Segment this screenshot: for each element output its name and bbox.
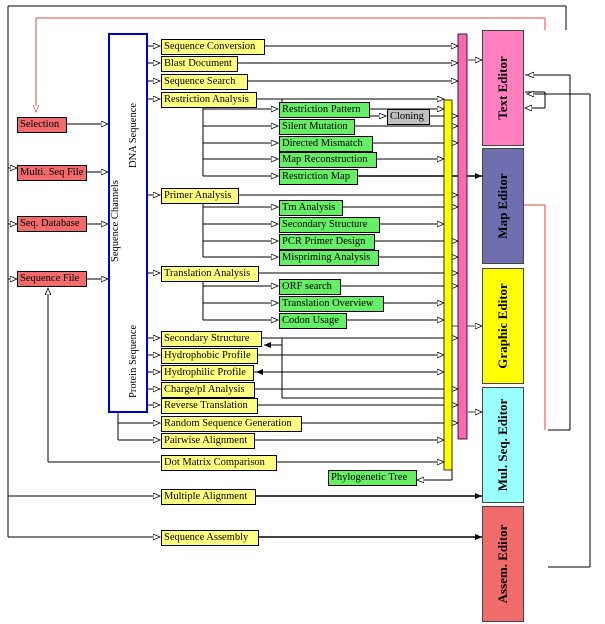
fn-multiple-alignment[interactable]: Multiple Alignment xyxy=(161,489,256,505)
sub-secondary-structure[interactable]: Secondary Structure xyxy=(279,217,380,233)
fn-blast-document[interactable]: Blast Document xyxy=(161,56,238,72)
sub-restriction-pattern[interactable]: Restriction Pattern xyxy=(279,102,370,118)
mul-seq-editor-label: Mul. Seq. Editor xyxy=(495,398,510,492)
fn-secondary-structure[interactable]: Secondary Structure xyxy=(161,331,262,347)
graphic-editor[interactable]: Graphic Editor xyxy=(482,268,524,384)
mul-seq-editor[interactable]: Mul. Seq. Editor xyxy=(482,387,524,503)
fn-pairwise-alignment[interactable]: Pairwise Alignment xyxy=(161,433,255,449)
source-seq-database[interactable]: Seq. Database xyxy=(17,216,87,232)
sequence-channels-box xyxy=(108,33,148,413)
sub-cloning[interactable]: Cloning xyxy=(387,109,430,125)
fn-primer-analysis[interactable]: Primer Analysis xyxy=(161,188,239,204)
sub-pcr-primer-design[interactable]: PCR Primer Design xyxy=(279,234,375,250)
fn-hydrophilic-profile[interactable]: Hydrophilic Profile xyxy=(161,365,254,381)
map-editor-label: Map Editor xyxy=(495,173,510,239)
sub-codon-usage[interactable]: Codon Usage xyxy=(279,313,347,329)
fn-random-sequence-generation[interactable]: Random Sequence Generation xyxy=(161,416,302,432)
sub-tm-analysis[interactable]: Tm Analysis xyxy=(279,200,343,216)
sub-restriction-map[interactable]: Restriction Map xyxy=(279,169,358,185)
sub-directed-mismatch[interactable]: Directed Mismatch xyxy=(279,136,373,152)
text-editor[interactable]: Text Editor xyxy=(482,30,524,146)
source-multi-seq-file[interactable]: Multi. Seq File xyxy=(17,165,87,181)
output-bus-pink xyxy=(457,33,468,440)
fn-charge-pi-analysis[interactable]: Charge/pI Analysis xyxy=(161,382,255,398)
sub-translation-overview[interactable]: Translation Overview xyxy=(279,296,384,312)
sub-mispriming-analysis[interactable]: Mispriming Analysis xyxy=(279,250,379,266)
fn-sequence-conversion[interactable]: Sequence Conversion xyxy=(161,39,265,55)
fn-reverse-translation[interactable]: Reverse Translation xyxy=(161,398,258,414)
connector-lines xyxy=(7,5,591,568)
fn-translation-analysis[interactable]: Translation Analysis xyxy=(161,266,259,282)
fn-dot-matrix-comparison[interactable]: Dot Matrix Comparison xyxy=(161,455,277,471)
sub-phylogenetic-tree[interactable]: Phylogenetic Tree xyxy=(328,470,417,486)
channel-dna: DNA Sequence xyxy=(128,102,139,168)
text-editor-label: Text Editor xyxy=(495,56,510,120)
sub-map-reconstruction[interactable]: Map Reconstruction xyxy=(279,152,377,168)
output-bus-yellow xyxy=(443,99,453,471)
map-editor[interactable]: Map Editor xyxy=(482,148,524,264)
channels-title: Sequence Channels xyxy=(110,180,121,262)
assem-editor[interactable]: Assem. Editor xyxy=(482,506,524,622)
source-sequence-file[interactable]: Sequence File xyxy=(17,271,87,287)
assem-editor-label: Assem. Editor xyxy=(495,524,510,604)
sub-silent-mutation[interactable]: Silent Mutation xyxy=(279,119,355,135)
sub-orf-search[interactable]: ORF search xyxy=(279,279,341,295)
fn-hydrophobic-profile[interactable]: Hydrophobic Profile xyxy=(161,348,258,364)
channel-protein: Protein Sequence xyxy=(128,324,139,398)
fn-sequence-assembly[interactable]: Sequence Assembly xyxy=(161,530,259,546)
fn-sequence-search[interactable]: Sequence Search xyxy=(161,74,248,90)
source-selection[interactable]: Selection xyxy=(17,117,67,133)
fn-restriction-analysis[interactable]: Restriction Analysis xyxy=(161,92,257,108)
graphic-editor-label: Graphic Editor xyxy=(495,283,510,369)
